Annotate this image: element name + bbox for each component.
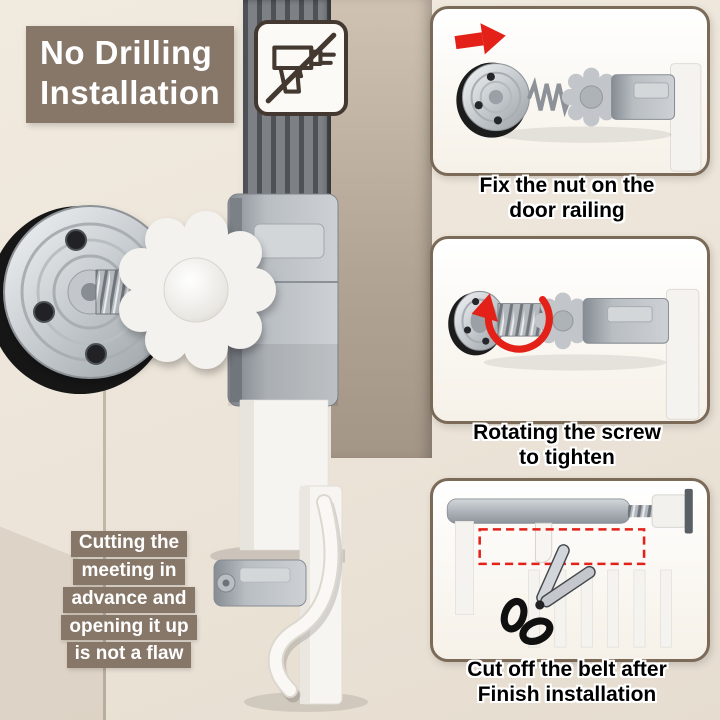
- scissors-icon: [500, 544, 596, 645]
- step2-illustration: [448, 288, 700, 420]
- step1-caption-line2: door railing: [509, 198, 625, 222]
- no-drilling-icon: [254, 20, 348, 116]
- note-line3: advance and: [63, 586, 195, 613]
- note-line1: Cutting the: [70, 531, 188, 557]
- hanging-belt: [267, 494, 342, 703]
- red-arrow-right-icon: [454, 23, 506, 55]
- gate-top-bar: [446, 498, 631, 524]
- wall-cup-small: [461, 63, 530, 132]
- tension-knob: [119, 211, 276, 369]
- step1-caption-line1: Fix the nut on the: [479, 174, 655, 197]
- step3-illustration: [446, 488, 693, 648]
- headline-line2: Installation: [40, 74, 221, 112]
- note-line2: meeting in: [73, 558, 185, 585]
- gate-bracket-small: [213, 559, 307, 607]
- note-block: Cutting the meeting in advance and openi…: [38, 530, 220, 669]
- step2-caption-line2: to tighten: [519, 445, 615, 469]
- step3-caption-line2: Finish installation: [477, 682, 657, 706]
- spring: [527, 76, 573, 118]
- red-rotate-arrow-icon: [471, 293, 553, 353]
- step2-panel: [430, 236, 710, 424]
- crossed-drill-icon: [265, 32, 337, 104]
- threaded-screw-small: [497, 303, 544, 337]
- step3-caption: Cut off the belt after Finish installati…: [418, 658, 716, 708]
- belt-strap: [534, 522, 553, 563]
- main-mount-closeup: [0, 193, 345, 567]
- note-line4: opening it up: [61, 614, 197, 641]
- headline-line1: No Drilling: [40, 34, 213, 71]
- step3-panel: [430, 478, 710, 662]
- step3-caption-line1: Cut off the belt after: [467, 658, 667, 681]
- step2-caption-line1: Rotating the screw: [473, 421, 661, 444]
- note-line5: is not a flaw: [66, 642, 192, 669]
- belt-on-gate-scene: [213, 485, 368, 712]
- step1-illustration: [454, 23, 702, 172]
- step1-caption: Fix the nut on the door railing: [418, 174, 716, 224]
- headline: No Drilling Installation: [26, 26, 235, 123]
- step1-panel: [430, 6, 710, 176]
- step2-caption: Rotating the screw to tighten: [418, 421, 716, 471]
